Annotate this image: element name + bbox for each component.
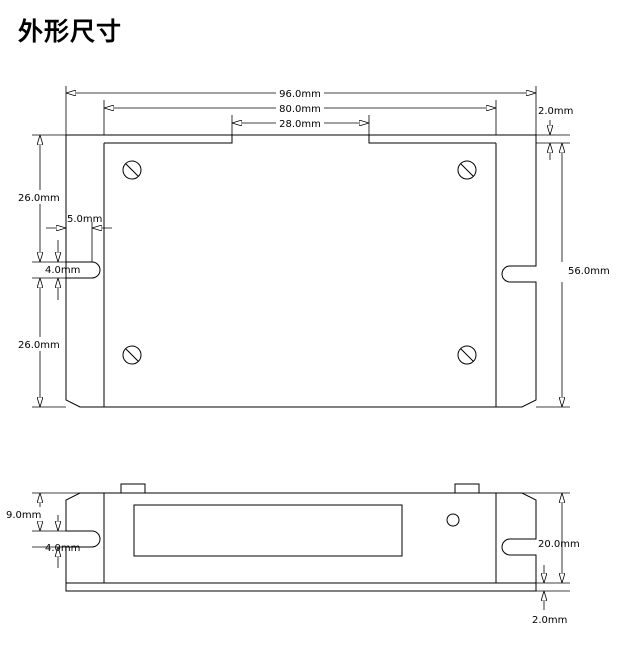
screw-icon: [122, 345, 142, 365]
dim-2-base: 2.0mm: [532, 615, 567, 626]
dim-28: 28.0mm: [279, 119, 321, 130]
dim-26-lower: 26.0mm: [18, 340, 60, 351]
dim-9: 9.0mm: [6, 510, 41, 521]
side-base-plate: [65, 492, 537, 592]
dim-26-upper: 26.0mm: [18, 193, 60, 204]
housing-outline: [103, 135, 497, 407]
dim-5: 5.0mm: [67, 214, 102, 225]
left-slot: [66, 261, 101, 279]
side-view: 9.0mm 4.0mm 20.0mm 2.0mm: [4, 483, 580, 626]
indicator-led: [446, 513, 460, 527]
dim-96: 96.0mm: [279, 89, 321, 100]
base-plate-outline: [65, 135, 537, 408]
connector-tab: [454, 483, 480, 494]
screw-icon: [122, 160, 142, 180]
dim-2-top: 2.0mm: [538, 106, 573, 117]
dim-4-side: 4.0mm: [45, 543, 80, 554]
dim-20: 20.0mm: [538, 539, 580, 550]
connector-tab: [120, 483, 146, 494]
dim-56: 56.0mm: [568, 266, 610, 277]
dim-4-top: 4.0mm: [45, 265, 80, 276]
top-view: 96.0mm 80.0mm 28.0mm 2.0mm 56.0mm 26.0mm: [16, 86, 610, 408]
display-window: [133, 504, 403, 557]
screw-icon: [457, 345, 477, 365]
screw-icon: [457, 160, 477, 180]
dim-80: 80.0mm: [279, 104, 321, 115]
page-title: 外形尺寸: [18, 17, 123, 46]
